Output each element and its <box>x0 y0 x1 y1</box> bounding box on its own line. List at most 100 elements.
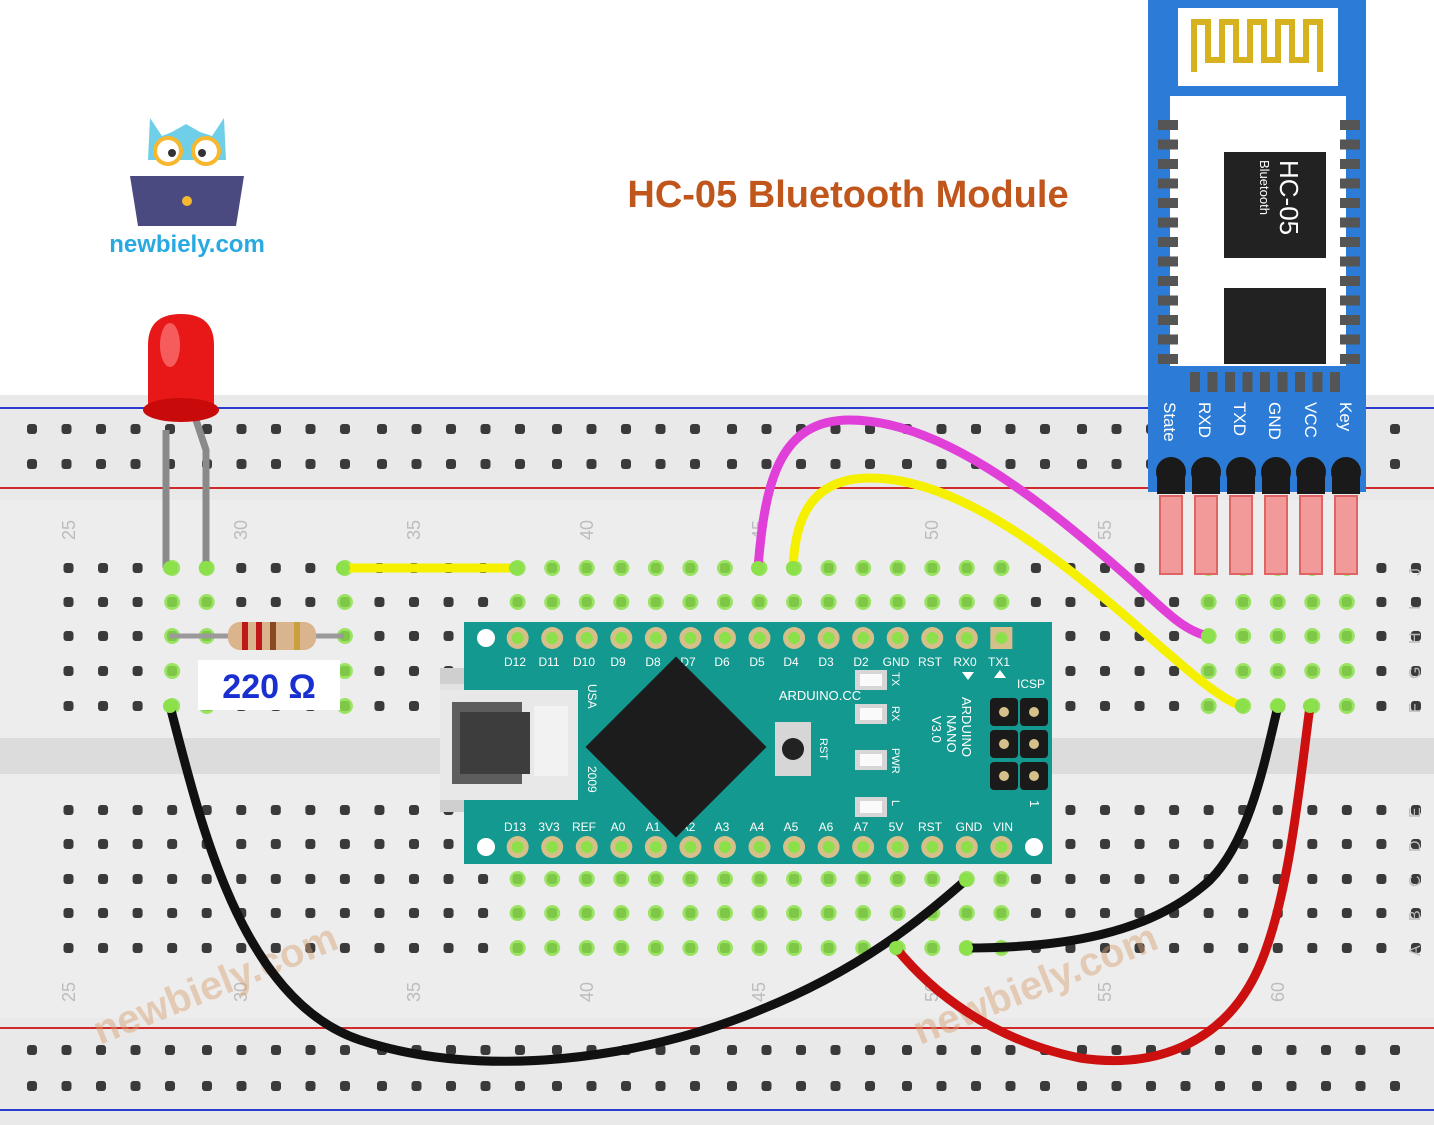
side-pad <box>1158 139 1178 150</box>
rail-hole <box>1252 1081 1262 1091</box>
col-number-bottom: 25 <box>59 982 79 1002</box>
breadboard-hole <box>305 839 316 849</box>
connected-hole <box>993 871 1010 887</box>
connected-hole <box>993 594 1010 610</box>
rail-hole <box>727 1081 737 1091</box>
nano-pin-label: A1 <box>646 820 661 834</box>
breadboard-hole <box>236 563 247 573</box>
breadboard-hole <box>1307 943 1318 953</box>
arduino-nano: D12 D11 D10 D9 D8 D7 D6 D5 D4 D3 D2 GND … <box>440 622 1052 864</box>
hc05-ic <box>1224 288 1326 364</box>
breadboard-hole <box>478 943 489 953</box>
rail-hole <box>796 1081 806 1091</box>
rail-hole <box>1077 1045 1087 1055</box>
row-letter: B <box>1407 910 1424 921</box>
rail-hole <box>936 424 947 434</box>
header-pin <box>1229 495 1253 575</box>
rail-hole <box>655 1081 666 1091</box>
breadboard-hole <box>1272 943 1283 953</box>
rail-hole <box>586 1081 597 1091</box>
rail-hole <box>621 424 631 434</box>
rail-hole <box>1111 424 1122 434</box>
side-pad <box>1340 354 1360 364</box>
rail-hole <box>621 459 631 469</box>
connected-hole <box>613 905 630 921</box>
rail-hole <box>761 1081 772 1091</box>
hc05-pin-label: VCC <box>1301 402 1320 438</box>
nano-pin-label: D10 <box>573 655 595 669</box>
rail-hole <box>971 1081 981 1091</box>
mounting-hole <box>477 629 495 647</box>
breadboard-hole <box>98 563 109 573</box>
hc05-pin-label: Key <box>1336 402 1355 432</box>
rail-hole <box>340 424 350 434</box>
breadboard-hole <box>1134 597 1145 607</box>
rail-hole <box>377 1081 387 1091</box>
wire-magenta <box>753 415 1213 641</box>
connected-hole <box>889 560 906 576</box>
breadboard-hole <box>409 597 419 607</box>
connected-hole <box>924 940 941 956</box>
connected-hole <box>993 560 1010 576</box>
breadboard-hole <box>1272 805 1283 815</box>
nano-top-pins <box>506 627 1013 649</box>
breadboard-hole <box>1100 874 1110 884</box>
breadboard-hole <box>374 597 385 607</box>
nano-pin-hole <box>995 632 1008 644</box>
resistor: 220 Ω <box>170 622 344 710</box>
breadboard-hole <box>443 874 454 884</box>
rail-hole <box>586 424 597 434</box>
connected-hole <box>751 594 768 610</box>
side-pad <box>1340 217 1360 228</box>
breadboard-hole <box>1376 597 1387 607</box>
connected-hole <box>682 560 699 576</box>
hc05-bluetooth-module: HC-05 Bluetooth State RXD TXD GND VCC Ke… <box>1148 0 1366 575</box>
breadboard-hole <box>409 805 419 815</box>
breadboard-hole <box>1030 908 1041 918</box>
header-base <box>1227 472 1255 494</box>
connected-hole <box>1304 628 1321 644</box>
rail-hole <box>1005 1081 1016 1091</box>
rail-hole <box>515 1045 525 1055</box>
hc05-side-pads <box>1158 120 1360 364</box>
connected-hole <box>820 940 837 956</box>
connected-hole <box>336 594 353 610</box>
nano-bottom-pin-labels: D13 3V3 REF A0 A1 A2 A3 A4 A5 A6 A7 5V R… <box>504 820 1013 834</box>
nano-bottom-pins <box>506 836 1013 858</box>
nano-pin-label: A3 <box>715 820 730 834</box>
nano-pin-hole <box>822 841 835 853</box>
wire-end <box>889 941 903 955</box>
nano-pin-label: RX0 <box>953 655 977 669</box>
rail-hole <box>446 424 456 434</box>
connected-hole <box>1269 628 1286 644</box>
rail-hole <box>130 459 141 469</box>
newbiely-logo: newbiely.com <box>109 118 265 258</box>
breadboard-hole <box>1376 563 1387 573</box>
connected-hole <box>164 594 181 610</box>
breadboard-hole <box>270 805 281 815</box>
side-pad <box>1340 120 1360 130</box>
connected-hole <box>820 871 837 887</box>
nano-pin-label: GND <box>956 820 983 834</box>
nano-brand: ARDUINO.CC <box>779 688 861 703</box>
breadboard-hole <box>98 805 109 815</box>
breadboard-hole <box>132 597 143 607</box>
nano-pin-hole <box>891 841 904 853</box>
breadboard-hole <box>1134 563 1145 573</box>
col-number-bottom: 55 <box>1095 982 1115 1002</box>
connected-hole <box>613 871 630 887</box>
nano-pin-label: D5 <box>749 655 765 669</box>
connected-hole <box>716 905 733 921</box>
bottom-pad <box>1277 372 1288 392</box>
breadboard-hole <box>374 874 385 884</box>
nano-pin-label: VIN <box>993 820 1013 834</box>
rail-hole <box>1286 1045 1297 1055</box>
connected-hole <box>924 560 941 576</box>
rail-hole <box>902 1081 912 1091</box>
header-pin <box>1159 495 1183 575</box>
connected-hole <box>716 871 733 887</box>
rail-hole <box>761 459 772 469</box>
breadboard-hole <box>63 701 74 711</box>
connected-hole <box>716 940 733 956</box>
rail-hole <box>27 1081 37 1091</box>
